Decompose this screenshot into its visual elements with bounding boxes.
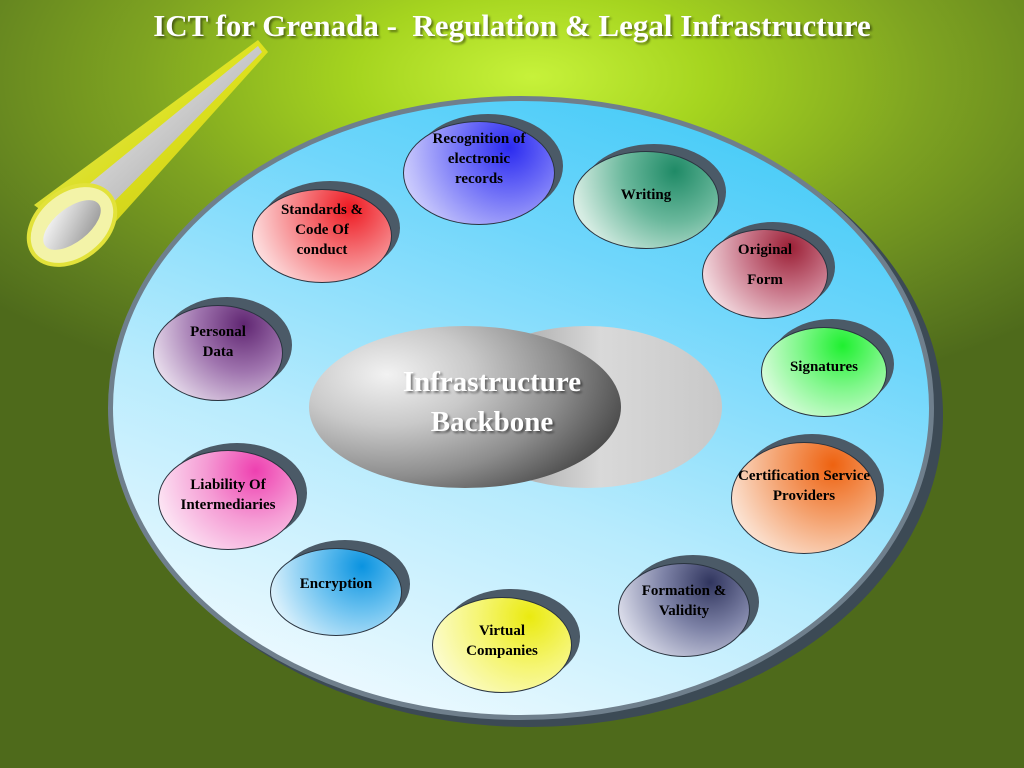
node-form-label: Form [747, 272, 783, 288]
node-liability-label: Liability Of Intermediaries [180, 477, 276, 513]
node-virtual-label: Virtual Companies [466, 623, 538, 659]
node-personal: Personal Data [153, 305, 283, 401]
node-recognition: Recognition of electronic records [403, 121, 555, 225]
page-title: ICT for Grenada - Regulation & Legal Inf… [153, 8, 871, 43]
backbone-line1: Infrastructure [402, 366, 582, 398]
node-signatures-label: Signatures [789, 359, 859, 375]
node-standards: Standards & Code Of conduct [252, 189, 392, 283]
node-certification: Certification Service Providers [731, 442, 877, 554]
node-signatures: Signatures [761, 327, 887, 417]
backbone-center: Infrastructure Backbone [309, 326, 621, 488]
node-recognition-label: Recognition of electronic records [432, 131, 526, 187]
node-standards-label: Standards & Code Of conduct [280, 202, 364, 258]
tube-decoration [26, 40, 268, 267]
node-formation: Formation & Validity [618, 563, 750, 657]
node-original-label: Original [737, 242, 793, 258]
node-certification-label: Certification Service Providers [737, 468, 871, 504]
node-writing: Writing [573, 151, 719, 249]
node-personal-label: Personal Data [190, 324, 246, 360]
node-encryption: Encryption [270, 548, 402, 636]
backbone-line2: Backbone [430, 406, 554, 438]
node-liability: Liability Of Intermediaries [158, 450, 298, 550]
node-encryption-label: Encryption [299, 576, 373, 592]
node-formation-label: Formation & Validity [641, 583, 727, 619]
node-virtual: Virtual Companies [432, 597, 572, 693]
node-writing-label: Writing [620, 187, 672, 203]
node-original-form: Original Form [702, 229, 828, 319]
